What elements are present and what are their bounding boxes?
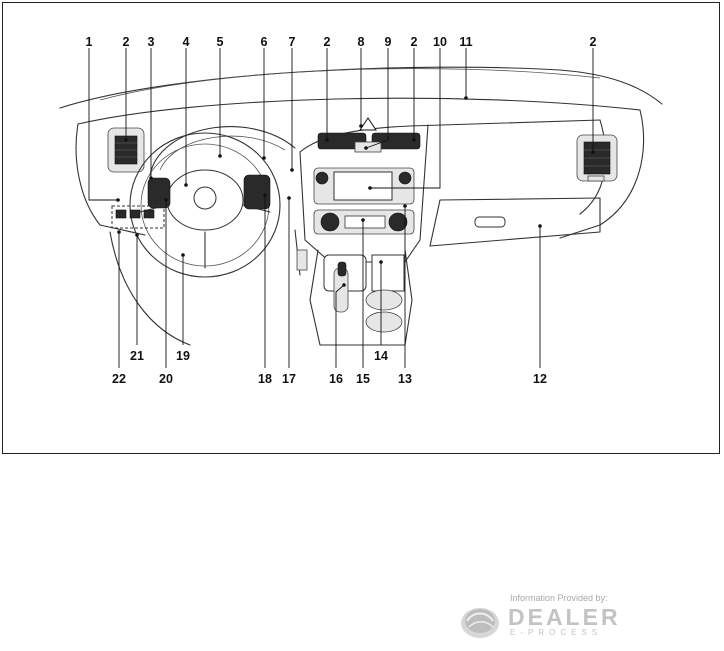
callout-4: 4: [183, 35, 190, 49]
lower-left-switch-panel: [112, 206, 164, 228]
bottom-callouts: 22 21 20 19 18 17 16 15 14 13 12: [112, 349, 547, 386]
callout-1: 1: [86, 35, 93, 49]
callout-18: 18: [258, 372, 272, 386]
right-air-vent: [577, 135, 617, 181]
callout-10: 10: [433, 35, 447, 49]
callout-5: 5: [217, 35, 224, 49]
callout-16: 16: [329, 372, 343, 386]
callout-21: 21: [130, 349, 144, 363]
credit-subtitle: E-PROCESS: [510, 628, 602, 637]
callout-6: 6: [261, 35, 268, 49]
callout-2: 2: [590, 35, 597, 49]
callout-12: 12: [533, 372, 547, 386]
callout-19: 19: [176, 349, 190, 363]
callout-2: 2: [411, 35, 418, 49]
callout-2: 2: [324, 35, 331, 49]
center-console: [310, 250, 412, 345]
callout-15: 15: [356, 372, 370, 386]
callout-8: 8: [358, 35, 365, 49]
callout-22: 22: [112, 372, 126, 386]
callout-17: 17: [282, 372, 296, 386]
callout-11: 11: [459, 35, 472, 49]
callout-20: 20: [159, 372, 173, 386]
steering-wheel: [130, 133, 280, 277]
callout-2: 2: [123, 35, 130, 49]
callout-7: 7: [289, 35, 296, 49]
callout-14: 14: [374, 349, 388, 363]
callout-13: 13: [398, 372, 412, 386]
top-callouts: 1 2 3 4 5 6 7 2 8 9 2 10 11 2: [86, 35, 597, 49]
dashboard-diagram: 1 2 3 4 5 6 7 2 8 9 2 10 11 2 22 21 20 1…: [0, 0, 724, 460]
callout-3: 3: [148, 35, 155, 49]
credit-brand: DEALER: [508, 604, 621, 631]
glove-box: [430, 198, 600, 246]
globe-logo-icon: [459, 601, 501, 641]
credit-caption: Information Provided by:: [510, 593, 608, 603]
callout-9: 9: [385, 35, 392, 49]
